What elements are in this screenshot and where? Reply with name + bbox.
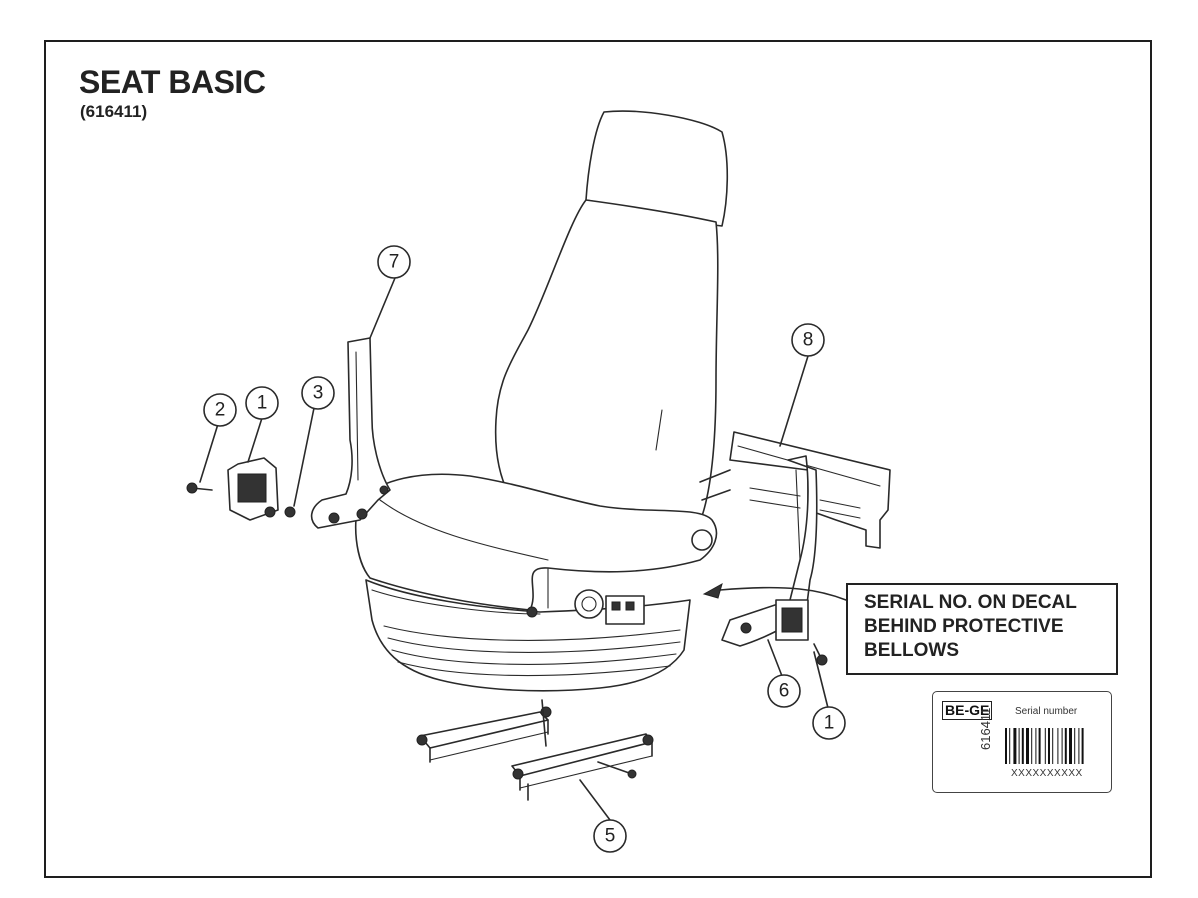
barcode-bar: [1078, 728, 1080, 764]
barcode-bar: [1069, 728, 1072, 764]
barcode-bar: [1009, 728, 1011, 764]
left-armrest-bracket: [310, 337, 391, 529]
barcode-bar: [1021, 728, 1024, 764]
barcode-bar: [1074, 728, 1076, 764]
note-line: BEHIND PROTECTIVE: [864, 616, 1064, 637]
barcode-bar: [1048, 728, 1050, 764]
callout-3: 3: [301, 376, 335, 410]
barcode-bar: [1038, 728, 1041, 764]
decal-brand: BE-GE: [942, 701, 993, 720]
barcode-bar: [1057, 728, 1059, 764]
leader-lines: [199, 277, 847, 821]
backrest: [494, 199, 719, 523]
slide-rails: [416, 699, 654, 801]
diagram-subtitle: (616411): [80, 102, 148, 121]
callout-label: 1: [257, 393, 268, 414]
callout-1-left: 1: [245, 386, 279, 420]
callout-label: 1: [824, 713, 835, 734]
callout-label: 8: [803, 330, 814, 351]
diagram-title: SEAT BASIC: [79, 64, 266, 100]
right-armrest-bracket: [699, 431, 891, 666]
callout-6: 6: [767, 674, 801, 708]
barcode-bar: [1081, 728, 1084, 764]
barcode-bar: [1044, 728, 1046, 764]
callout-label: 6: [779, 681, 790, 702]
decal-code: 616411: [978, 707, 993, 750]
callout-label: 7: [389, 252, 400, 273]
seat-cushion: [354, 473, 718, 611]
barcode-bar: [1061, 728, 1063, 764]
callout-8: 8: [791, 323, 825, 357]
decal-number: XXXXXXXXXX: [1011, 768, 1083, 779]
barcode: [1005, 728, 1084, 764]
barcode-bar: [1064, 728, 1067, 764]
callout-label: 2: [215, 400, 226, 421]
callout-label: 5: [605, 826, 616, 847]
barcode-bar: [1005, 728, 1007, 764]
barcode-bar: [1018, 728, 1020, 764]
callout-2: 2: [203, 393, 237, 427]
callout-5: 5: [593, 819, 627, 853]
suspension-bellows: [365, 579, 691, 692]
callout-label: 3: [313, 383, 324, 404]
decal-serial-label: Serial number: [1015, 706, 1078, 717]
serial-number-note: SERIAL NO. ON DECAL BEHIND PROTECTIVE BE…: [846, 583, 1118, 675]
note-line: BELLOWS: [864, 640, 959, 661]
serial-decal: BE-GE Serial number 616411 XXXXXXXXXX: [932, 691, 1112, 793]
barcode-bar: [1031, 728, 1033, 764]
callout-7: 7: [377, 245, 411, 279]
note-line: SERIAL NO. ON DECAL: [864, 592, 1077, 613]
barcode-bar: [1013, 728, 1017, 764]
barcode-bar: [1035, 728, 1037, 764]
barcode-bar: [1052, 728, 1054, 764]
callout-1-right: 1: [812, 706, 846, 740]
barcode-bar: [1026, 728, 1029, 764]
left-armrest-pad: [186, 457, 296, 521]
